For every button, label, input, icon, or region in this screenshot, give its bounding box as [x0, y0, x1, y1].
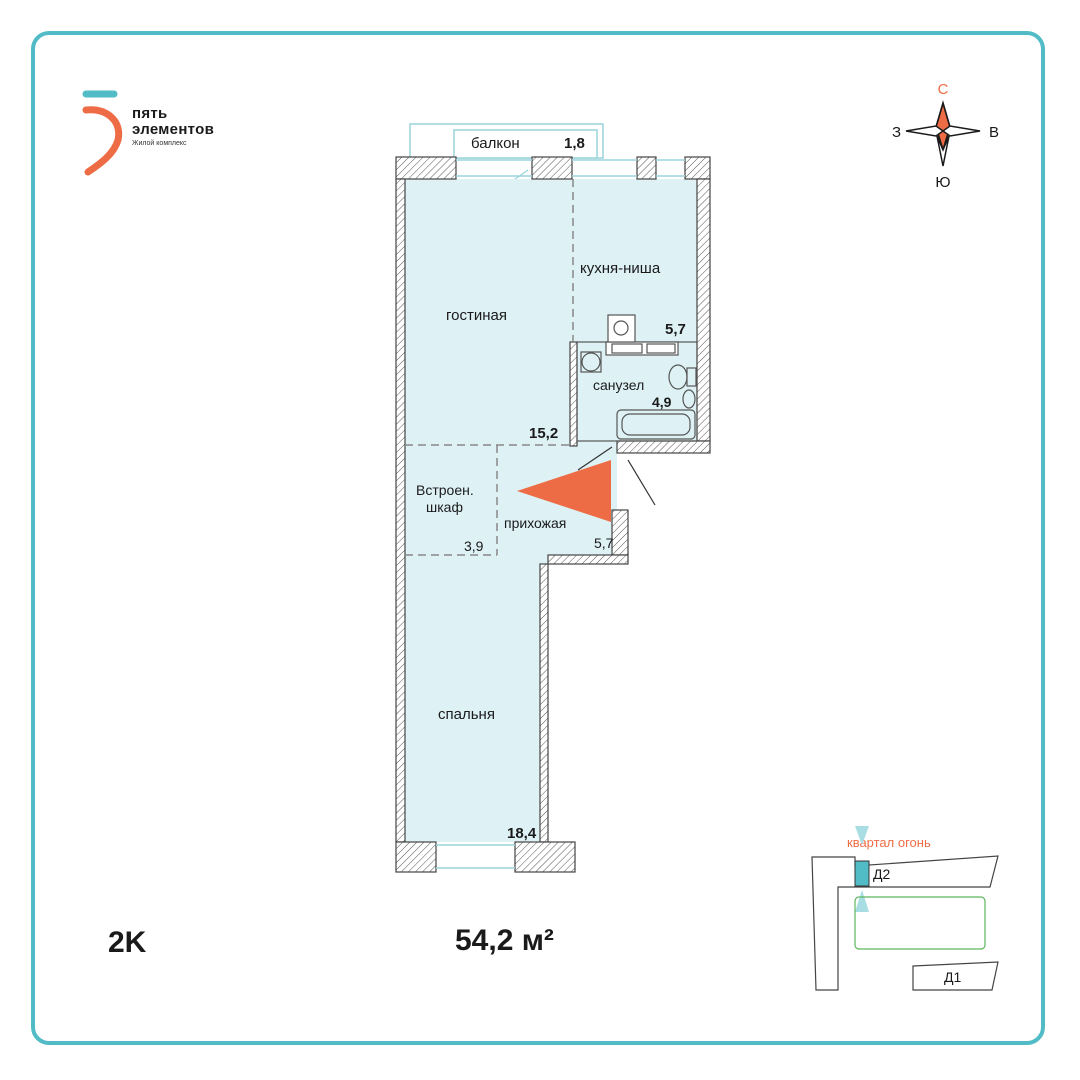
building-d1-outline [912, 961, 999, 991]
compass-rose: С В Ю З [892, 81, 999, 191]
courtyard [854, 896, 986, 950]
kitchen-area: 5,7 [665, 321, 686, 338]
quarter-label: квартал огонь [847, 835, 931, 850]
bedroom-area: 18,4 [507, 825, 537, 842]
logo-mark [82, 90, 123, 176]
building-d2-outline [811, 855, 999, 991]
bedroom-label: спальня [438, 706, 495, 723]
logo-subtitle: Жилой комплекс [132, 140, 187, 147]
living-room-label: гостиная [446, 307, 507, 324]
apartment-type: 2K [108, 926, 147, 959]
kitchen-label: кухня-ниша [580, 260, 661, 277]
walls [395, 156, 711, 873]
hallway-label: прихожая [504, 515, 566, 531]
closet-label-line1: Встроен. [416, 482, 474, 498]
entrance-door [577, 446, 656, 506]
hallway-area: 5,7 [594, 535, 614, 551]
entry-marker-bottom [855, 890, 869, 912]
balcony [409, 123, 604, 185]
compass-south-label: Ю [935, 174, 950, 191]
balcony-label: балкон [471, 135, 520, 152]
logo-text-line2: элементов [132, 121, 215, 138]
logo: пять элементов Жилой комплекс [78, 88, 214, 183]
closet-label-line2: шкаф [426, 499, 463, 515]
closet-area: 3,9 [464, 538, 484, 554]
card-frame [31, 31, 1045, 1045]
logo-text-line1: пять [132, 105, 168, 122]
building-d1-label: Д1 [944, 969, 961, 985]
entry-marker-top [855, 826, 869, 845]
room-labels: балкон 1,8 кухня-ниша 5,7 гостиная 15,2 … [416, 135, 686, 842]
apartment-total-area: 54,2 м² [455, 924, 554, 957]
bathroom-label: санузел [593, 377, 644, 393]
living-room-area: 15,2 [529, 425, 558, 442]
site-plan: квартал огонь Д2 Д1 [811, 826, 999, 991]
bathroom-block [576, 314, 698, 442]
compass-west-label: З [892, 124, 901, 141]
windows [436, 159, 685, 869]
bathroom-area: 4,9 [652, 394, 672, 410]
compass-east-label: В [989, 124, 999, 141]
entrance-arrow [517, 460, 611, 522]
balcony-area: 1,8 [564, 135, 585, 152]
compass-north-label: С [938, 81, 949, 98]
partitions [405, 179, 574, 556]
selected-section [854, 860, 870, 887]
building-d2-label: Д2 [873, 866, 890, 882]
